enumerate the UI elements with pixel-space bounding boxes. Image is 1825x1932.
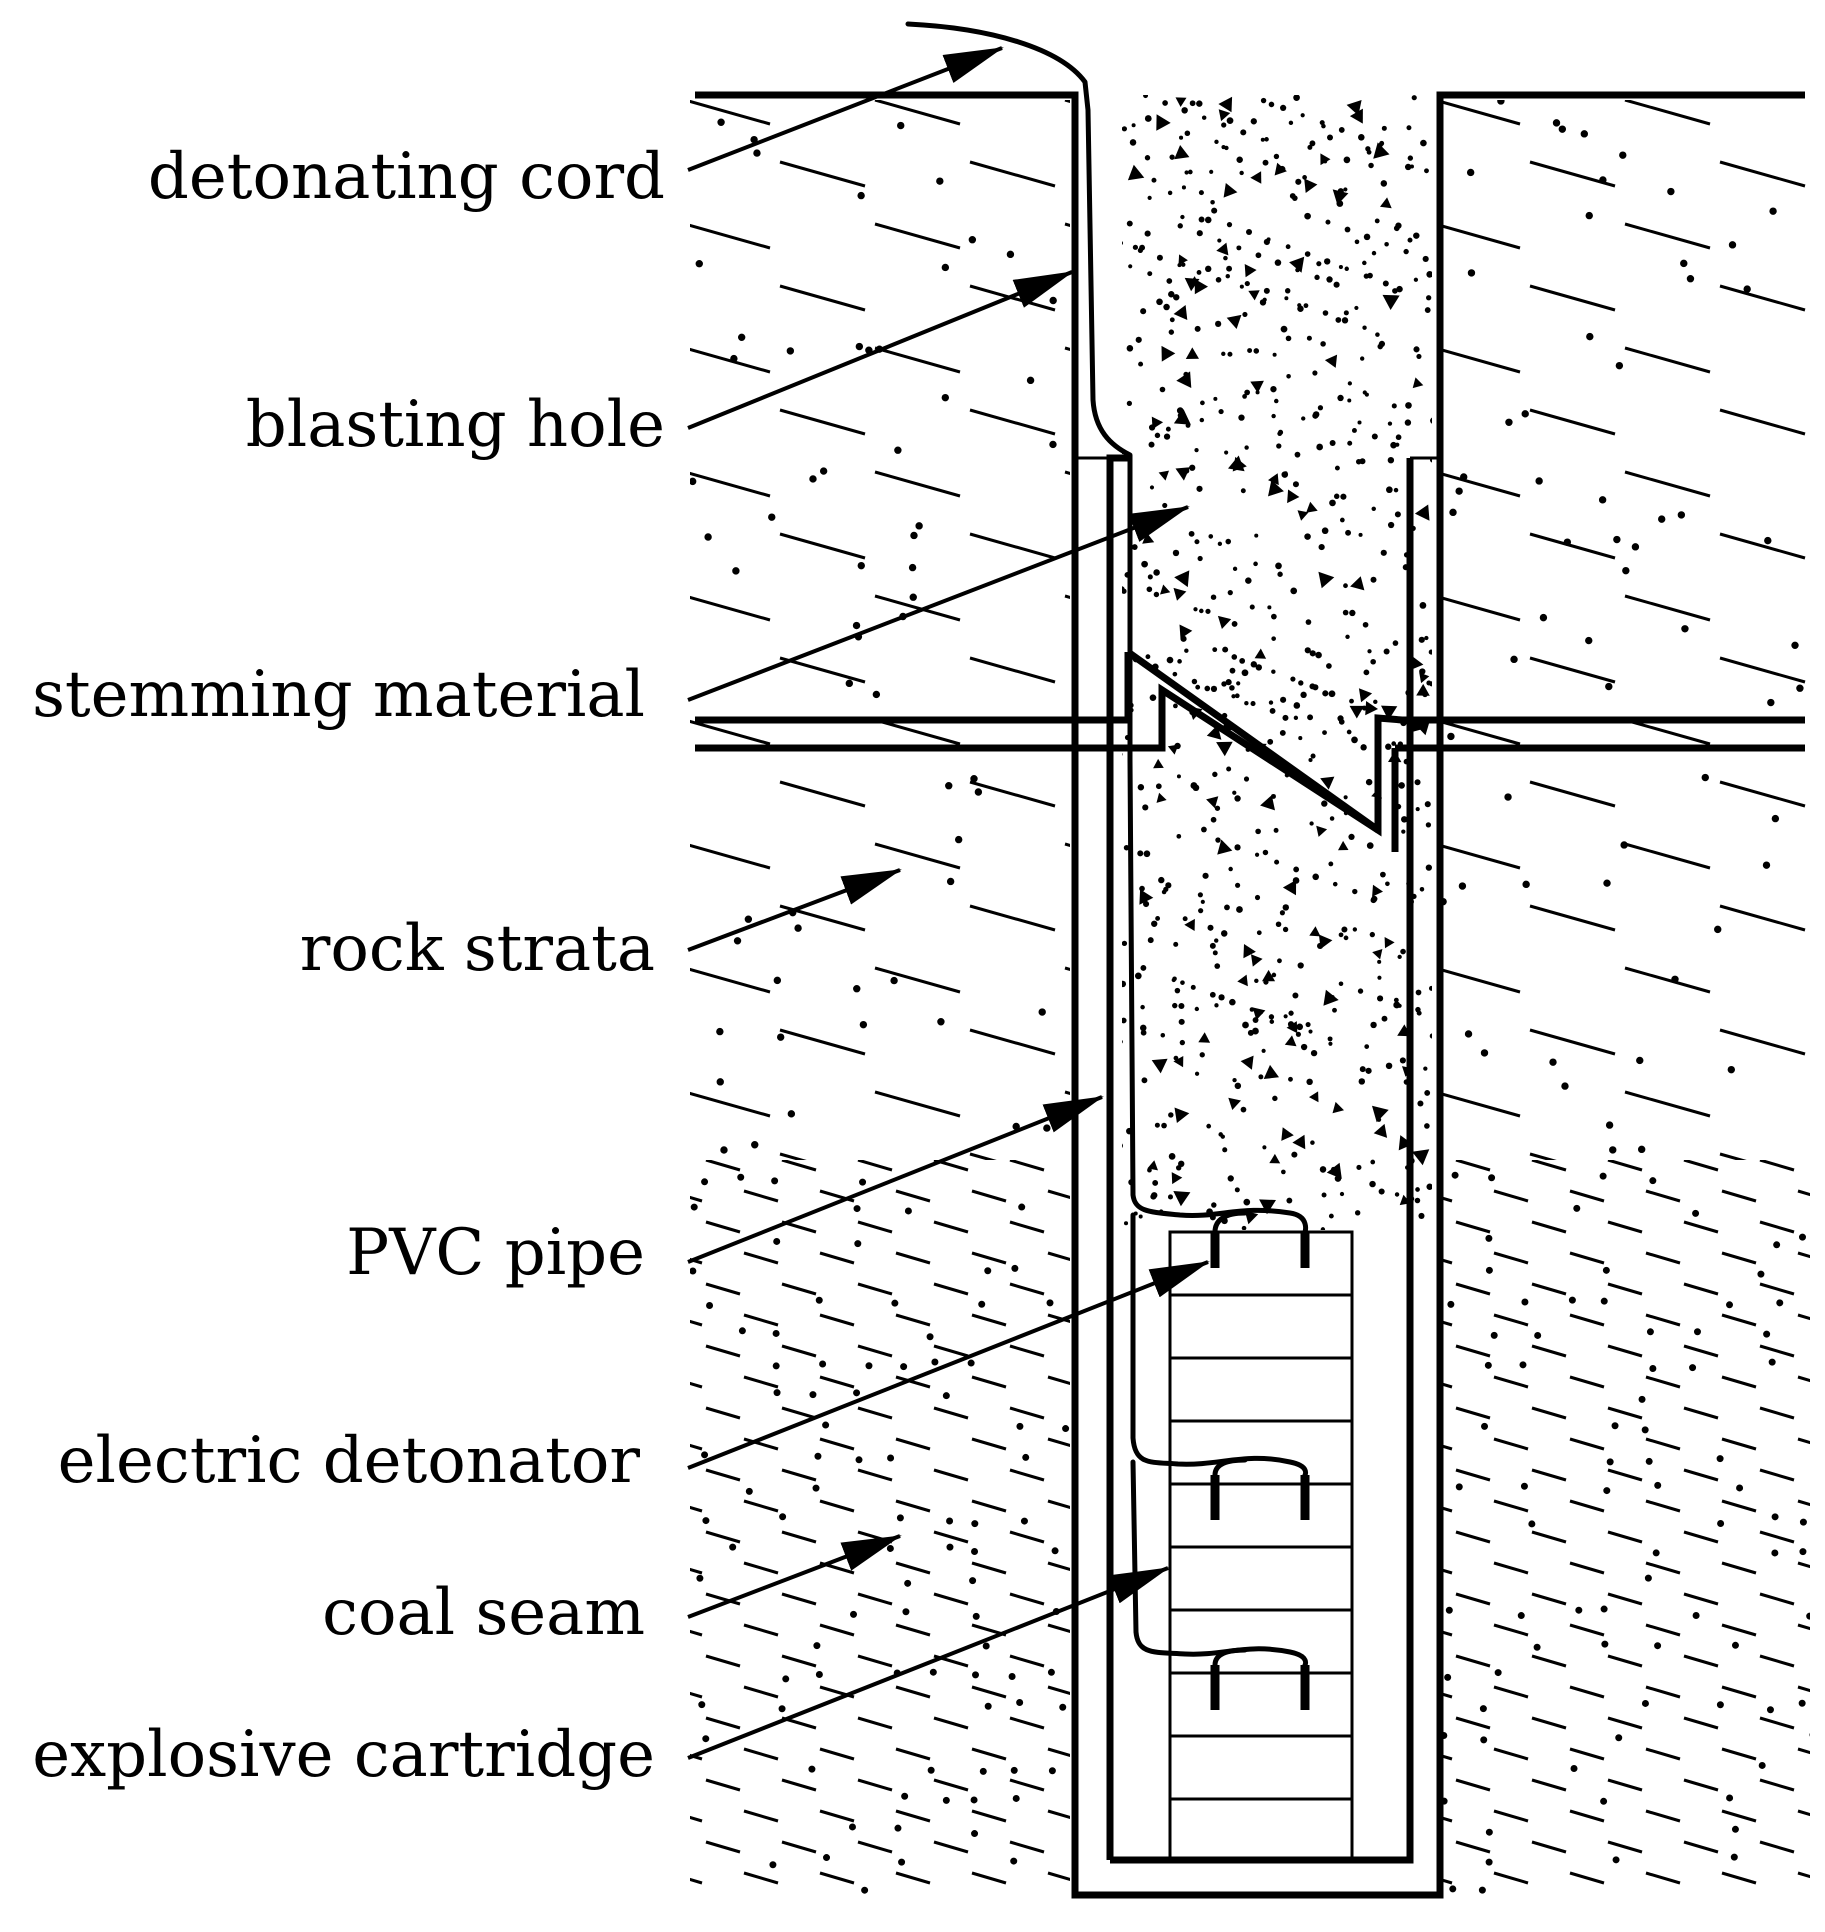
rock-strata-hatch-left	[690, 100, 1070, 1160]
arrow-detonating-cord	[687, 46, 1004, 172]
arrow-coal-seam	[687, 1534, 902, 1619]
leader-arrows	[687, 46, 1210, 1760]
coal-seam-hatch-right	[1440, 1160, 1810, 1894]
arrow-explosive-cartridge	[687, 1566, 1170, 1760]
label-blasting-hole: blasting hole	[246, 388, 665, 462]
labels: detonating cord blasting hole stemming m…	[32, 140, 665, 1792]
arrow-pvc-pipe	[687, 1095, 1104, 1264]
rock-strata-hatch-right	[1440, 100, 1806, 1160]
electric-detonator	[1210, 1232, 1310, 1710]
label-pvc-pipe: PVC pipe	[346, 1216, 645, 1290]
detonating-cord	[905, 21, 1309, 1668]
arrow-blasting-hole	[687, 270, 1074, 430]
stemming-material-fill	[1122, 95, 1432, 1230]
label-stemming-material: stemming material	[32, 658, 645, 732]
arrow-electric-detonator	[687, 1260, 1210, 1470]
coal-seam-hatch-left	[690, 1160, 1070, 1894]
arrow-rock-strata	[687, 868, 902, 952]
label-coal-seam: coal seam	[322, 1576, 645, 1650]
label-explosive-cartridge: explosive cartridge	[32, 1718, 655, 1792]
label-electric-detonator: electric detonator	[58, 1424, 641, 1498]
blasting-hole-outline	[695, 91, 1805, 1899]
label-detonating-cord: detonating cord	[148, 140, 665, 214]
arrow-stemming-material	[687, 505, 1190, 702]
explosive-cartridge	[1168, 1230, 1354, 1862]
label-rock-strata: rock strata	[300, 912, 655, 986]
